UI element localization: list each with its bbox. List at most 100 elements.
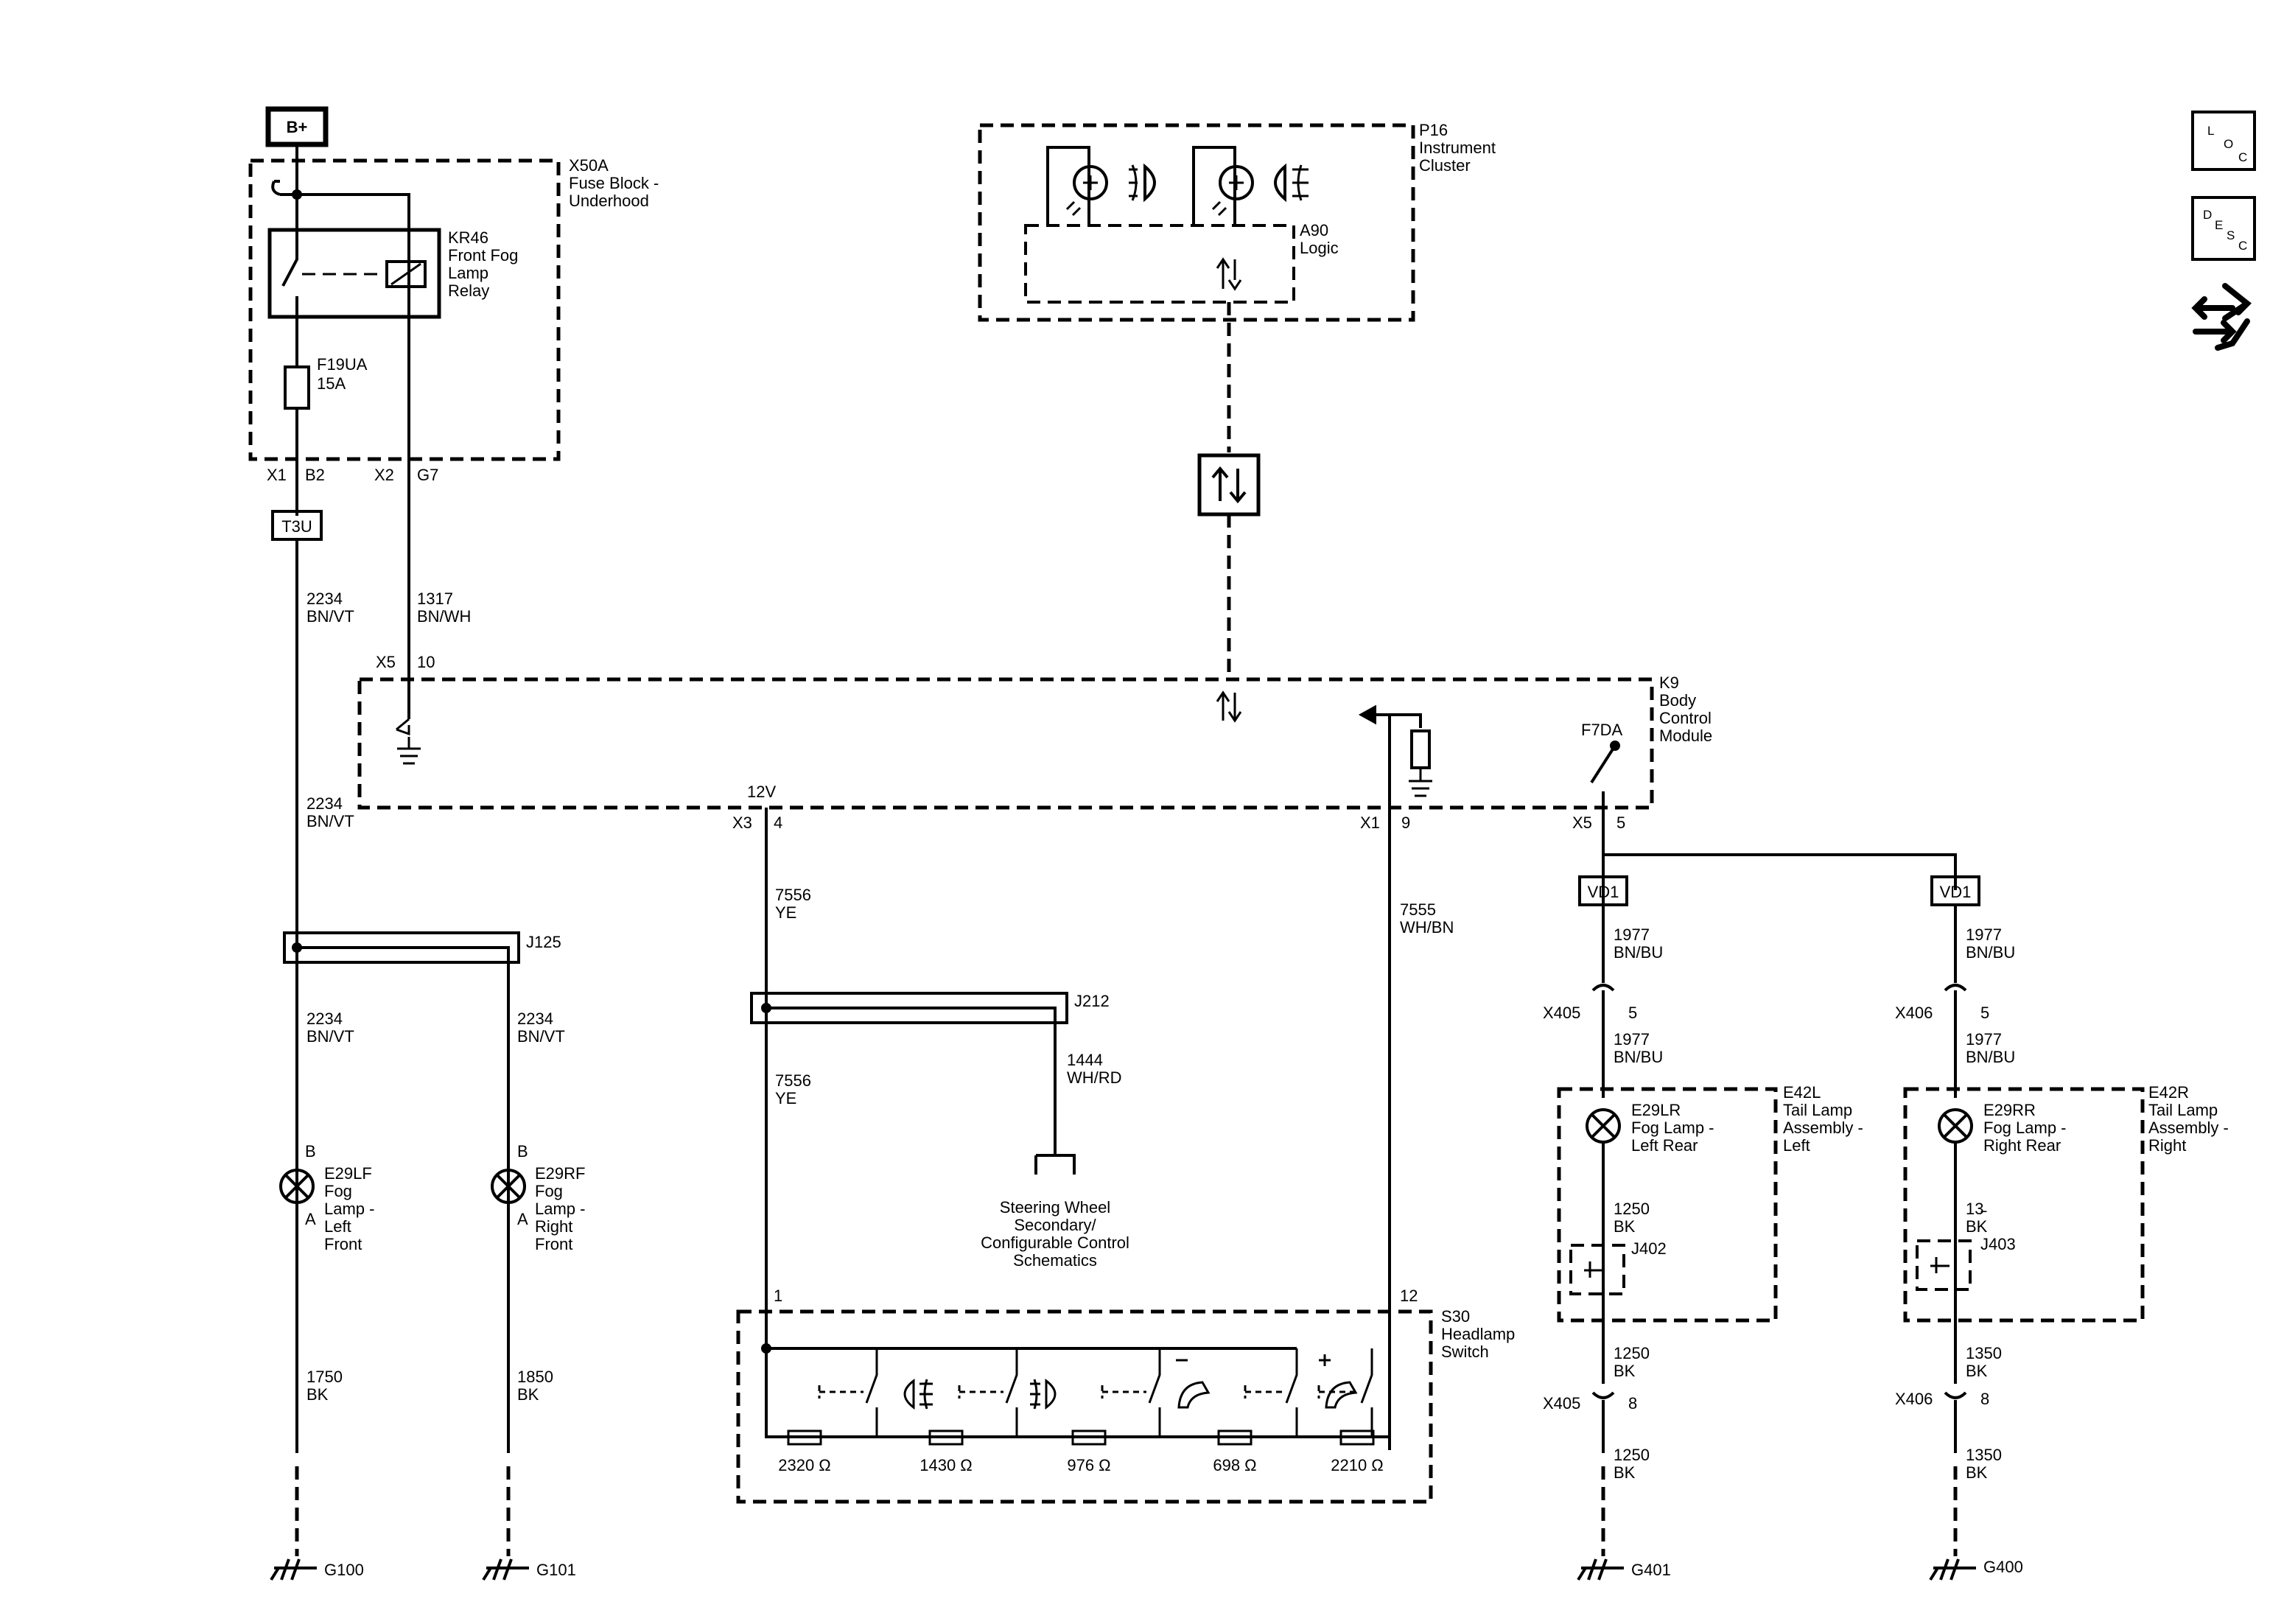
e42l-name-2: Assembly - — [1783, 1119, 1863, 1137]
e42r-id: E42R — [2148, 1083, 2189, 1102]
x405-top-label: X405 — [1543, 1004, 1580, 1022]
wire-2234-b-circuit: 2234 — [306, 794, 343, 813]
conn-x1-bcm: X1 — [1360, 813, 1380, 832]
e29rf-line-1: Fog — [535, 1182, 563, 1200]
x406-top-label: X406 — [1895, 1004, 1933, 1022]
relay-line-2: Lamp — [448, 264, 488, 282]
wire-1444-circuit: 1444 — [1067, 1051, 1103, 1069]
e29rr-line-1: Fog Lamp - — [1983, 1119, 2067, 1137]
wire-2234-d-color: BN/VT — [517, 1027, 565, 1046]
wire-7556-a-circuit: 7556 — [775, 886, 811, 904]
ground-g401-label: G401 — [1631, 1561, 1671, 1579]
wire-7555-color: WH/BN — [1400, 918, 1454, 937]
vd1-left-label: VD1 — [1588, 883, 1619, 901]
wire-1250-c-circuit: 1250 — [1614, 1446, 1650, 1464]
ground-g401-symbol — [1577, 1558, 1624, 1581]
e42l-name-1: Tail Lamp — [1783, 1101, 1852, 1119]
wire-2234-c-circuit: 2234 — [306, 1009, 343, 1028]
steering-ref-line-2: Secondary/ — [1014, 1216, 1096, 1234]
wire-1250-a-circuit: 1250 — [1614, 1200, 1650, 1218]
conn-x2: X2 — [374, 466, 394, 484]
e42r-name-1: Tail Lamp — [2148, 1101, 2218, 1119]
conn-b2: B2 — [305, 466, 325, 484]
desc-letter-d: D — [2203, 208, 2213, 222]
wire-1977-c-color: BN/BU — [1614, 1048, 1663, 1066]
x50a-name-1: Fuse Block - — [569, 174, 659, 192]
wire-2234-c-color: BN/VT — [306, 1027, 354, 1046]
fog-lamp-left-rear — [1586, 1108, 1621, 1144]
wire-1250-b-color: BK — [1614, 1362, 1636, 1380]
s30-pin-12: 12 — [1400, 1287, 1418, 1305]
s30-name-2: Switch — [1441, 1343, 1489, 1361]
wire-1977-b-circuit: 1977 — [1966, 925, 2002, 944]
wire-7555-circuit: 7555 — [1400, 900, 1436, 919]
fuse-block-underhood-frame — [248, 158, 561, 461]
conn-x3: X3 — [732, 813, 752, 832]
wire-1977-d-circuit: 1977 — [1966, 1030, 2002, 1049]
headlamp-switch-frame — [736, 1309, 1433, 1504]
description-button[interactable]: D E S C — [2191, 196, 2256, 261]
a90-name: Logic — [1300, 239, 1339, 257]
conn-g7: G7 — [417, 466, 438, 484]
j402-label: J402 — [1631, 1239, 1667, 1258]
x405-top-pin: 5 — [1628, 1004, 1637, 1022]
wire-13xx-color: BK — [1966, 1217, 1988, 1236]
wire-1444-color: WH/RD — [1067, 1068, 1122, 1087]
ground-g100-symbol — [270, 1558, 317, 1581]
diagnostic-button[interactable] — [2188, 277, 2259, 358]
location-button[interactable]: L O C — [2191, 111, 2256, 171]
wire-7556-b-color: YE — [775, 1089, 796, 1107]
ground-g101-symbol — [482, 1558, 529, 1581]
desc-letter-c: C — [2238, 239, 2248, 253]
relay-line-3: Relay — [448, 281, 489, 300]
a90-id: A90 — [1300, 221, 1328, 239]
fog-lamp-right-front — [491, 1169, 526, 1204]
wire-1977-c-circuit: 1977 — [1614, 1030, 1650, 1049]
e29lf-line-1: Fog — [324, 1182, 352, 1200]
wire-1350-a-circuit: 1350 — [1966, 1344, 2002, 1362]
wire-1350-b-circuit: 1350 — [1966, 1446, 2002, 1464]
conn-pin-4: 4 — [774, 813, 782, 832]
resistor-ladder — [787, 1429, 1375, 1446]
wire-1977-a-color: BN/BU — [1614, 943, 1663, 962]
desc-letter-e: E — [2215, 218, 2224, 232]
serial-data-symbol — [1197, 453, 1261, 517]
e42l-name-3: Left — [1783, 1136, 1810, 1155]
splice-j212 — [750, 992, 1076, 1175]
k9-id: K9 — [1659, 673, 1679, 692]
body-control-module-frame — [357, 677, 1654, 810]
relay-line-1: Front Fog — [448, 246, 518, 265]
front-fog-lamp-relay — [267, 195, 441, 367]
tail-lamp-assembly-left-frame — [1557, 1087, 1778, 1323]
e42l-id: E42L — [1783, 1083, 1821, 1102]
wire-1977-a-circuit: 1977 — [1614, 925, 1650, 944]
fuse-rating: 15A — [317, 374, 346, 393]
wire-2234-a-circuit: 2234 — [306, 589, 343, 608]
p16-name-1: Instrument — [1419, 139, 1496, 157]
e29lf-line-4: Front — [324, 1235, 362, 1253]
twelve-volt-label: 12V — [747, 783, 776, 801]
steering-ref-line-4: Schematics — [1013, 1251, 1097, 1270]
e29lf-pin-a: A — [305, 1210, 316, 1228]
switch-contacts — [818, 1348, 1373, 1437]
loc-letter-o: O — [2224, 137, 2234, 151]
e29rf-line-3: Right — [535, 1217, 572, 1236]
vd1-right-label: VD1 — [1940, 883, 1972, 901]
resistor-5-value: 2210 Ω — [1331, 1456, 1384, 1474]
fuse-id: F19UA — [317, 355, 368, 374]
x406-bottom-label: X406 — [1895, 1390, 1933, 1408]
wire-1317-circuit: 1317 — [417, 589, 453, 608]
wire-2234-a-color: BN/VT — [306, 607, 354, 626]
k9-name-1: Body — [1659, 691, 1696, 710]
splice-j403 — [1916, 1239, 1972, 1291]
e29lr-id: E29LR — [1631, 1101, 1681, 1119]
wire-1250-b-circuit: 1250 — [1614, 1344, 1650, 1362]
s30-name-1: Headlamp — [1441, 1325, 1515, 1343]
e29lf-line-3: Left — [324, 1217, 351, 1236]
j212-label: J212 — [1074, 992, 1110, 1010]
e29rf-line-4: Front — [535, 1235, 572, 1253]
f7da-label: F7DA — [1581, 721, 1623, 739]
wire-1977-b-color: BN/BU — [1966, 943, 2015, 962]
e29rr-line-2: Right Rear — [1983, 1136, 2061, 1155]
